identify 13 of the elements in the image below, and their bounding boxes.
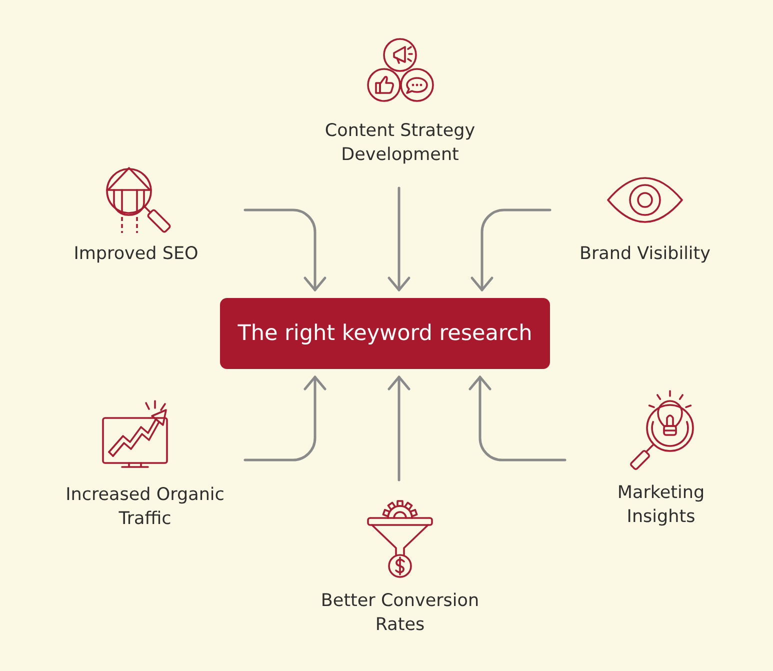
benefit-label: Brand Visibility: [578, 243, 712, 266]
benefit-label: Marketing Insights: [616, 482, 706, 529]
benefit-label: Content Strategy Development: [324, 120, 476, 167]
topic-box: The right keyword research: [220, 298, 550, 369]
connector-arrow: [388, 186, 410, 292]
connector-arrow: [388, 376, 410, 482]
benefit-label: Increased Organic Traffic: [64, 484, 226, 531]
connector-arrow: [244, 208, 326, 292]
connector-arrow: [470, 208, 552, 292]
benefit-label: Better Conversion Rates: [320, 590, 480, 637]
connector-arrow: [468, 376, 566, 462]
benefit-label: Improved SEO: [72, 243, 200, 266]
connector-arrow: [244, 376, 326, 462]
